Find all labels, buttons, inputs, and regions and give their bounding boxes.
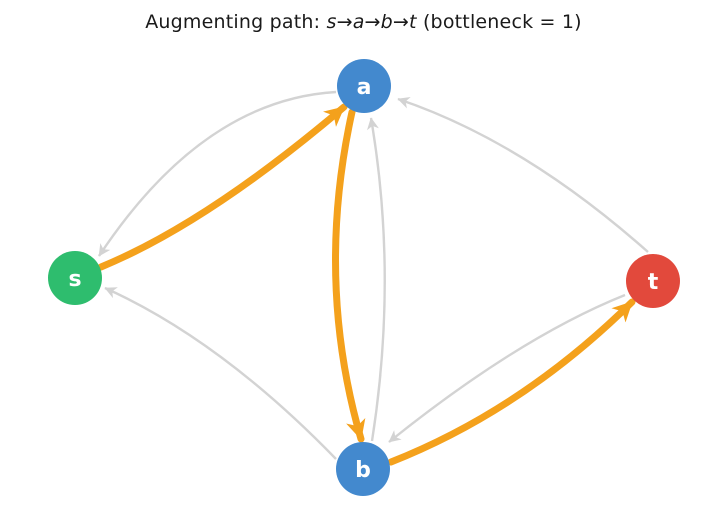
- node-label-t: t: [648, 270, 659, 295]
- node-label-b: b: [355, 458, 371, 483]
- node-circle-t: [626, 254, 680, 308]
- node-b: b: [336, 442, 390, 496]
- edge-a-b-augmenting: [332, 108, 366, 443]
- edge-b-s-residual: [104, 286, 337, 460]
- edge-b-a-residual: [367, 117, 386, 442]
- edge-b-t-augmenting: [387, 298, 636, 466]
- edge-t-a-residual: [397, 96, 649, 253]
- edge-t-b-residual: [388, 293, 626, 443]
- title-prefix: Augmenting path:: [145, 11, 327, 33]
- nodes: s a b t: [48, 59, 680, 496]
- node-label-a: a: [357, 75, 372, 100]
- title-path-node-a: a: [352, 11, 365, 33]
- residual-edges: [98, 90, 649, 460]
- title-path-node-t: t: [409, 11, 417, 33]
- node-circle-s: [48, 251, 102, 305]
- node-circle-b: [336, 442, 390, 496]
- node-t: t: [626, 254, 680, 308]
- diagram-title: Augmenting path: s→a→b→t (bottleneck = 1…: [0, 11, 727, 33]
- title-path-sequence: s→a→b→t: [326, 11, 416, 33]
- path-edges: [97, 103, 636, 466]
- node-a: a: [337, 59, 391, 113]
- edge-a-s-residual: [98, 90, 337, 257]
- title-suffix: (bottleneck = 1): [416, 11, 582, 33]
- title-arrow-glyph: →: [336, 11, 353, 33]
- node-label-s: s: [68, 267, 81, 292]
- title-arrow-glyph: →: [392, 11, 410, 33]
- node-s: s: [48, 251, 102, 305]
- title-path-node-s: s: [326, 11, 337, 33]
- title-path-node-b: b: [380, 11, 393, 33]
- title-arrow-glyph: →: [364, 11, 381, 33]
- node-circle-a: [337, 59, 391, 113]
- edge-s-a-augmenting: [97, 103, 348, 271]
